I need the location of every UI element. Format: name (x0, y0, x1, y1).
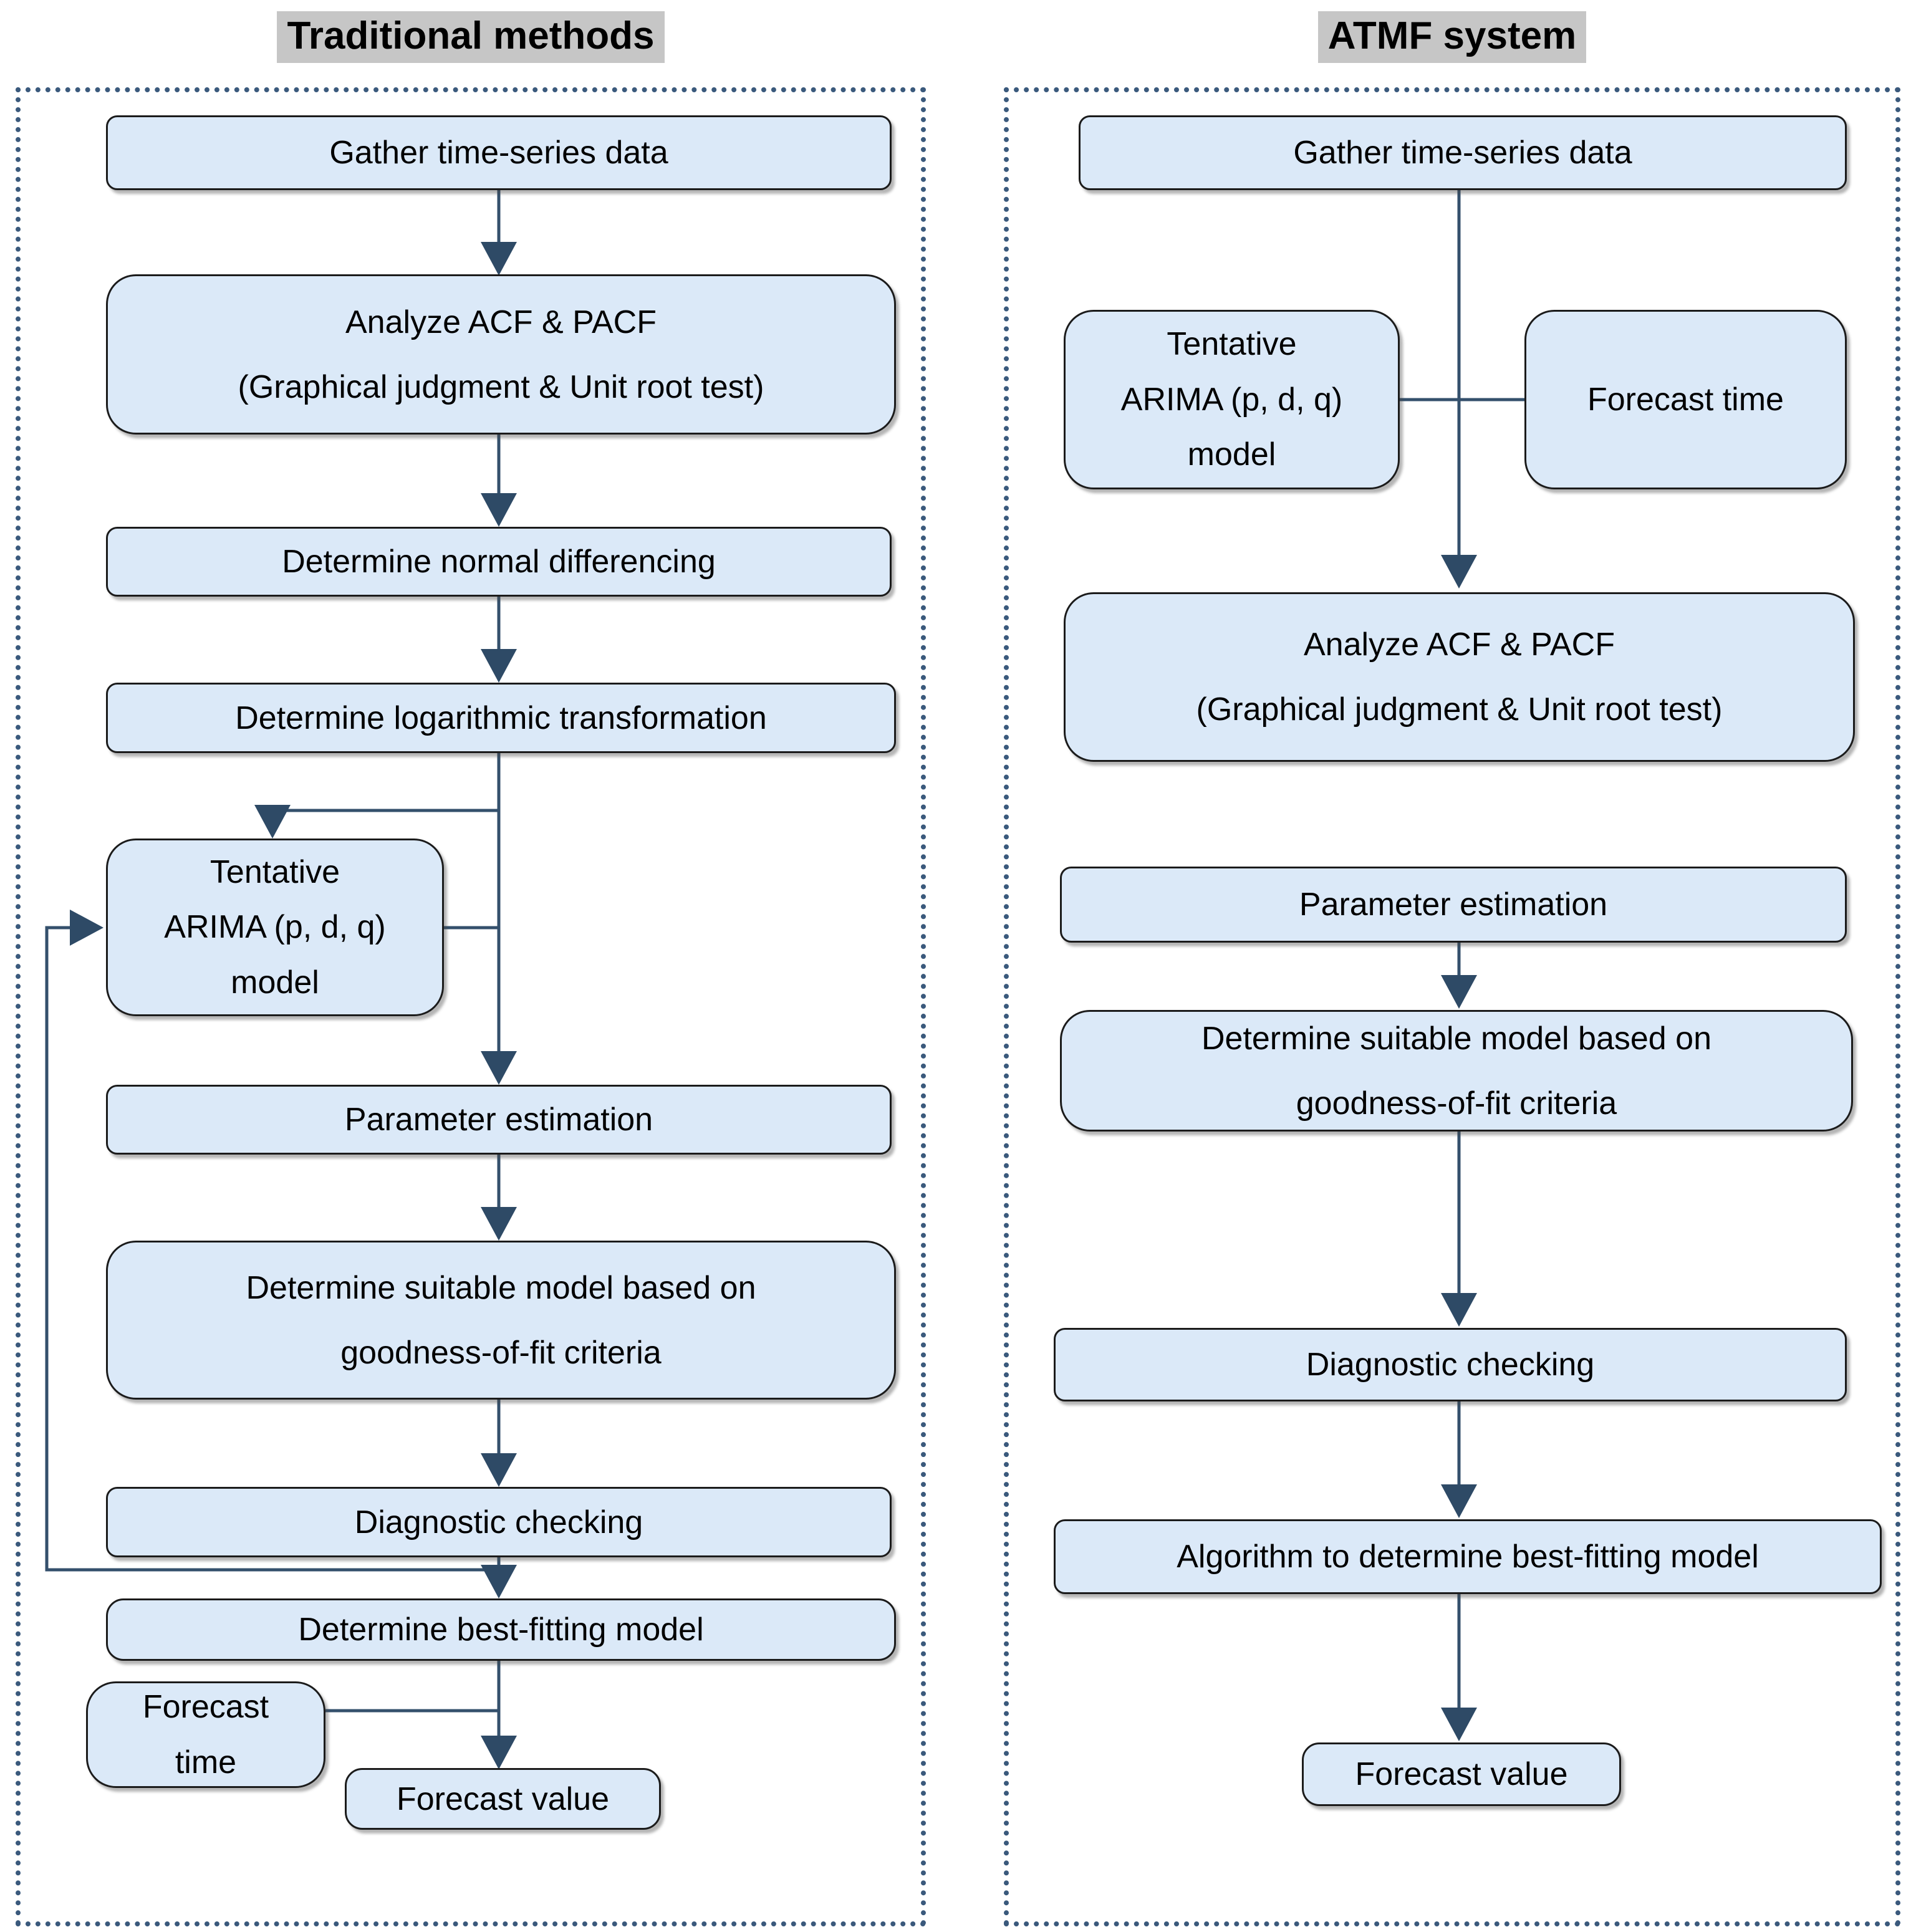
node-forecast-value: Forecast value (345, 1768, 661, 1830)
node-determine-best-fitting-model: Determine best-fitting model (106, 1598, 896, 1661)
node-forecast-value-atmf: Forecast value (1302, 1742, 1621, 1806)
node-gather-time-series-data-atmf: Gather time-series data (1079, 115, 1847, 190)
node-diagnostic-checking: Diagnostic checking (106, 1487, 892, 1557)
node-analyze-acf-pacf: Analyze ACF & PACF (Graphical judgment &… (106, 274, 896, 435)
node-algorithm-best-fitting-model: Algorithm to determine best-fitting mode… (1054, 1519, 1882, 1594)
left-column-title-text: Traditional methods (277, 11, 665, 63)
node-parameter-estimation-atmf: Parameter estimation (1060, 867, 1847, 943)
node-tentative-arima-model-atmf: Tentative ARIMA (p, d, q) model (1064, 310, 1400, 489)
node-analyze-acf-pacf-atmf: Analyze ACF & PACF (Graphical judgment &… (1064, 592, 1855, 762)
node-parameter-estimation: Parameter estimation (106, 1085, 892, 1155)
left-column-title: Traditional methods (16, 11, 926, 63)
right-column-title: ATMF system (1004, 11, 1900, 63)
node-determine-suitable-model: Determine suitable model based on goodne… (106, 1241, 896, 1400)
right-column-title-text: ATMF system (1317, 11, 1587, 63)
node-determine-logarithmic-transformation: Determine logarithmic transformation (106, 683, 896, 753)
node-tentative-arima-model: Tentative ARIMA (p, d, q) model (106, 839, 444, 1016)
atmf-system-frame (1004, 87, 1900, 1926)
node-forecast-time-atmf: Forecast time (1524, 310, 1847, 489)
node-diagnostic-checking-atmf: Diagnostic checking (1054, 1328, 1847, 1401)
node-determine-suitable-model-atmf: Determine suitable model based on goodne… (1060, 1010, 1853, 1132)
traditional-methods-frame (16, 87, 926, 1926)
node-determine-normal-differencing: Determine normal differencing (106, 527, 892, 597)
node-gather-time-series-data: Gather time-series data (106, 115, 892, 190)
node-forecast-time: Forecast time (86, 1681, 325, 1788)
